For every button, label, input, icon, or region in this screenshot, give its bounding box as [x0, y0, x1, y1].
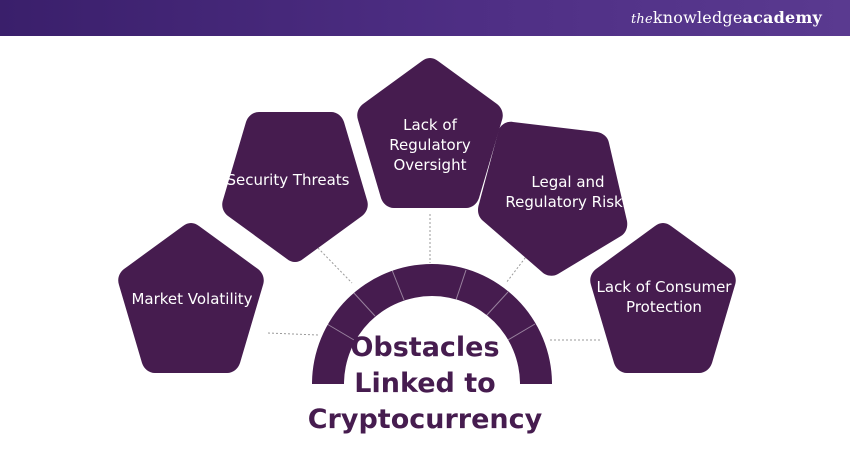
- pentagon-security-threats: [222, 112, 368, 262]
- brand-logo: theknowledgeacademy: [631, 8, 822, 27]
- obstacles-diagram: [118, 58, 736, 384]
- brand-logo-prefix: the: [630, 12, 653, 27]
- label-market-volatility: Market Volatility: [131, 290, 253, 308]
- center-title-line-2: Linked to: [354, 368, 496, 399]
- center-title-line-1: Obstacles: [350, 332, 500, 363]
- center-arc: [312, 264, 552, 384]
- label-security-threats-text: Security Threats: [226, 171, 350, 189]
- pentagon-consumer-protection: [590, 223, 736, 373]
- center-title: Obstacles Linked to Cryptocurrency: [290, 330, 560, 438]
- label-legal-risks: Legal and Regulatory Risks: [505, 173, 631, 211]
- brand-logo-suffix: academy: [742, 8, 822, 27]
- header-bar: theknowledgeacademy: [0, 0, 850, 36]
- pentagon-market-volatility: [118, 223, 264, 373]
- connector-lines: [267, 214, 600, 341]
- brand-logo-middle: knowledge: [652, 8, 743, 27]
- pentagon-regulatory-oversight: [357, 58, 503, 208]
- pentagon-legal-risks: [478, 121, 628, 276]
- label-regulatory-oversight: Lack of Regulatory Oversight: [389, 116, 471, 174]
- label-consumer-protection: Lack of Consumer Protection: [596, 278, 732, 316]
- label-security-threats: Security Threats: [218, 170, 358, 190]
- center-title-line-3: Cryptocurrency: [307, 404, 543, 435]
- connector-market-volatility: [267, 332, 319, 336]
- connector-security-threats: [317, 247, 353, 284]
